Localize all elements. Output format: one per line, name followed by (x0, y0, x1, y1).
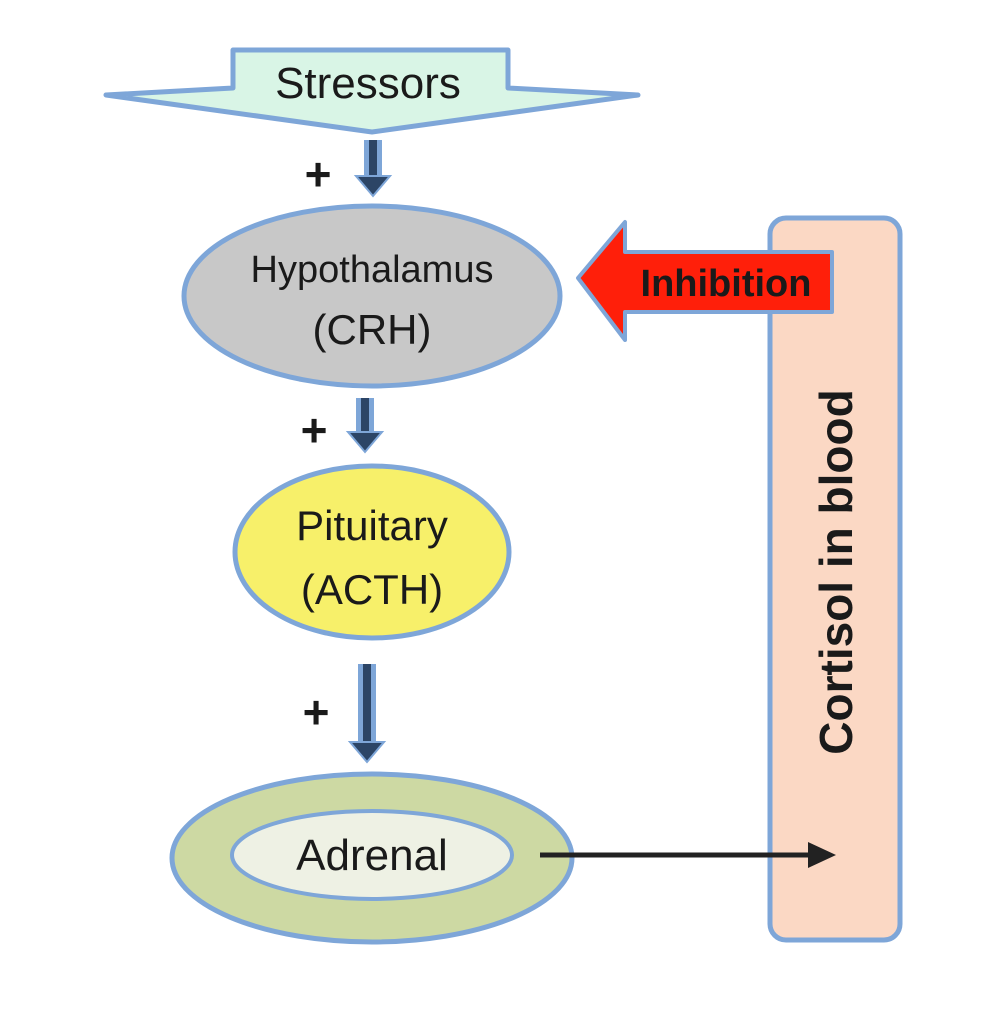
pituitary-label: Pituitary (296, 502, 448, 549)
plus-sign-1: + (305, 148, 332, 200)
inhibition-arrow: Inhibition (576, 220, 834, 342)
adrenal-label: Adrenal (296, 831, 448, 880)
stressors-shape (103, 47, 641, 135)
hypothalamus-hormone: (CRH) (313, 306, 432, 353)
stressors-node: Stressors (103, 47, 641, 135)
cortisol-box (767, 215, 903, 943)
arrow-head-3 (347, 741, 387, 764)
pituitary-hormone: (ACTH) (301, 566, 443, 613)
cortisol-node: Cortisol in blood (767, 215, 903, 943)
pituitary-node: Pituitary (ACTH) (232, 463, 512, 641)
inhibition-arrow-shape (576, 220, 834, 342)
hypothalamus-ellipse (181, 203, 563, 389)
plus-sign-2: + (301, 404, 328, 456)
hypothalamus-label: Hypothalamus (251, 249, 494, 291)
adrenal-inner-ellipse (230, 809, 514, 901)
adrenal-node: Adrenal (169, 771, 575, 945)
arrow-head-1 (353, 175, 393, 198)
stimulation-arrow-1: + (305, 140, 393, 200)
inhibition-label: Inhibition (641, 263, 812, 305)
hypothalamus-node: Hypothalamus (CRH) (181, 203, 563, 389)
arrow-head-2 (345, 431, 385, 454)
secretion-arrow-head (808, 842, 836, 868)
stimulation-arrow-3: + (303, 664, 387, 764)
pituitary-ellipse (232, 463, 512, 641)
secretion-arrow (540, 842, 836, 868)
stressors-label: Stressors (275, 59, 461, 108)
stimulation-arrow-2: + (301, 398, 385, 456)
plus-sign-3: + (303, 686, 330, 738)
cortisol-label: Cortisol in blood (810, 389, 862, 754)
